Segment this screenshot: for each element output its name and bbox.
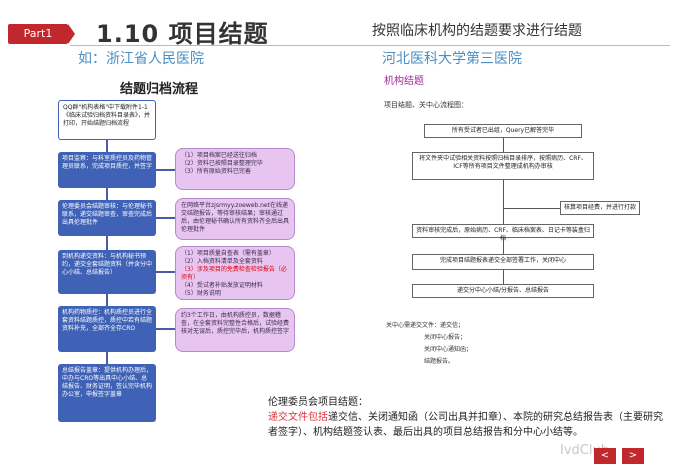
left-heading: 如：浙江省人民医院 — [78, 51, 204, 67]
flow-step-3: 伦理委员会结题审核：与伦理秘书联系，递交结题审查，审查完成后出具伦理批件 — [58, 200, 156, 236]
right-flow-line — [503, 208, 561, 209]
ethics-text: 递交文件包括递交信、关闭通知函（公司出具并扣章）、本院的研究总结报告表（主要研究… — [268, 410, 668, 440]
flow-connector — [156, 328, 175, 330]
ethics-title: 伦理委员会项目结题： — [268, 397, 368, 408]
flow-step-6: 总结报告盖章：提供机构办理后，中办与CRO等出具中心小结、总结报告、财务证明，签… — [58, 364, 156, 422]
flow-note-2: 在网络平台zjsrmyy.zoeweb.net在线递交结题报告，等待审核结果；审… — [175, 198, 295, 240]
flow-arrow — [106, 352, 108, 364]
divider — [70, 45, 670, 46]
flow-step-1: QQ群"机构表格"中下载附件1-1《临床试验归档资料目录表》，并打印，开始结题归… — [58, 100, 156, 140]
top-bar — [0, 0, 682, 50]
flow-note-3: （1）项目质量自查表（需有盖章） （2）入档资料清单及全套资料 （3）涉及项目的… — [175, 246, 295, 300]
right-flow-box-1: 所有受试者已出组，Query已解答完毕 — [424, 124, 582, 138]
right-notes-item: 结题报告。 — [424, 358, 455, 365]
ethics-prefix: 递交文件包括 — [268, 412, 328, 423]
right-flow-box-2: 将文件夹中试验相关资料按照归档目录排序，按照病历、CRF、ICF等所有项目文件整… — [412, 152, 594, 180]
right-flow-box-4: 资料审核完成后，原始病历、CRF、临床档案表、日记卡等装盒归档 — [412, 224, 594, 242]
flow-note-4: 约3个工作日，由机构质控员，数据稽查，在全套资料完整性合格后，试验经费核对无误后… — [175, 308, 295, 352]
right-flow-line — [503, 138, 504, 152]
flow-arrow — [106, 188, 108, 200]
right-flow-box-3: 核算项目经费，并进行打款 — [560, 201, 640, 215]
right-flow-line — [503, 270, 504, 284]
right-notes-title: 关中心需递交文件：递交信； — [386, 322, 465, 329]
flow-connector — [156, 169, 175, 171]
page-subtitle: 按照临床机构的结题要求进行结题 — [372, 23, 582, 39]
flow-connector — [156, 217, 175, 219]
part-label: Part1 — [8, 24, 75, 44]
flow-step-2: 项目监察：与科室质控员及药物管理员联系，完成项目质控，并签字 — [58, 152, 156, 188]
flow-connector — [156, 271, 175, 273]
right-notes-item: 关闭中心通知函； — [424, 346, 473, 353]
right-flow-line — [503, 180, 504, 224]
flow-arrow — [106, 236, 108, 250]
right-flow-label: 项目结题、关中心流程图： — [384, 101, 468, 109]
ethics-body: 递交信、关闭通知函（公司出具并扣章）、本院的研究总结报告表（主要研究者签字）、机… — [268, 412, 663, 438]
right-flow-box-6: 递交分中心小结/分报告、总结报告 — [412, 284, 594, 298]
flow-step-4: 到机构递交资料：与机构秘书预约，递交全套结题资料（并含分中心小结、总结报告） — [58, 250, 156, 294]
page-title: 1.10 项目结题 — [96, 20, 269, 48]
right-subheading: 机构结题 — [384, 76, 424, 87]
flow-arrow — [106, 294, 108, 306]
flow-arrow — [106, 140, 108, 152]
flow-note-1: （1）项目档案已经送往归档 （2）资料已按照目录整理完毕 （3）所有原始资料已完… — [175, 148, 295, 190]
prev-slide-button[interactable]: < — [594, 448, 616, 464]
right-notes-item: 关闭中心报告； — [424, 334, 467, 341]
left-flow-title: 结题归档流程 — [120, 82, 199, 97]
right-flow-box-5: 完成项目结题报表递交全部签署工作，关闭中心 — [412, 254, 594, 270]
right-heading: 河北医科大学第三医院 — [382, 51, 522, 67]
flow-step-5: 机构药物质控：机构质控员进行全套资料结题质控，质控中若有结题资料补充，全部齐全存… — [58, 306, 156, 352]
right-flow-line — [503, 238, 504, 254]
next-slide-button[interactable]: > — [622, 448, 644, 464]
